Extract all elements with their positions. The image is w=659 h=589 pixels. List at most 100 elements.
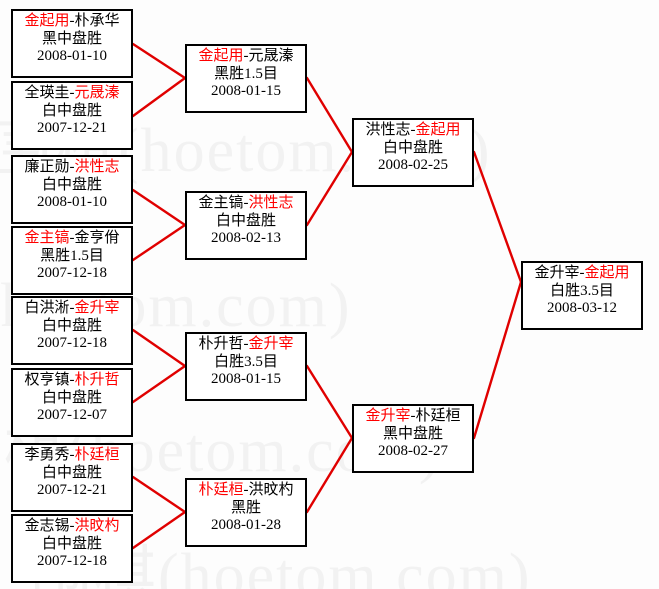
player-loser: 廉正勋 <box>24 159 70 175</box>
match-date: 2007-12-21 <box>37 120 107 137</box>
player-loser: 李勇秀 <box>24 447 70 463</box>
match-box[interactable]: 洪性志-金起用 白中盘胜 2008-02-25 <box>352 118 474 187</box>
match-box[interactable]: 朴廷桓-洪旼杓 黑胜 2008-01-28 <box>185 478 307 547</box>
player-winner: 朴廷桓 <box>74 447 120 463</box>
player-winner: 朴升哲 <box>74 372 120 388</box>
player-loser: 朴升哲 <box>198 336 244 352</box>
match-result: 白中盘胜 <box>382 139 443 156</box>
player-loser: 全瑛圭 <box>24 85 70 101</box>
player-loser: 金亨佾 <box>74 230 120 246</box>
connector-line <box>472 150 523 284</box>
match-players: 朴廷桓-洪旼杓 <box>198 482 294 498</box>
match-players: 李勇秀-朴廷桓 <box>24 447 120 463</box>
connector-line <box>305 76 354 154</box>
player-loser: 金志锡 <box>24 518 70 534</box>
match-players: 洪性志-金起用 <box>365 122 461 138</box>
player-winner: 洪性志 <box>74 159 120 175</box>
match-players: 金升宰-朴廷桓 <box>365 408 461 424</box>
match-players: 金主镐-金亨佾 <box>24 230 120 246</box>
player-loser: 金主镐 <box>198 195 244 211</box>
player-loser: 朴承华 <box>74 13 120 29</box>
connector-line <box>131 76 187 118</box>
match-result: 白中盘胜 <box>41 535 102 552</box>
match-result: 白中盘胜 <box>41 176 102 193</box>
match-players: 金主镐-洪性志 <box>198 195 294 211</box>
connector-line <box>131 475 187 514</box>
match-date: 2007-12-18 <box>37 265 107 282</box>
match-date: 2007-12-18 <box>37 335 107 352</box>
match-date: 2007-12-21 <box>37 482 107 499</box>
match-box[interactable]: 金志锡-洪旼杓 白中盘胜 2007-12-18 <box>11 514 133 583</box>
match-date: 2008-01-15 <box>211 83 281 100</box>
match-date: 2007-12-18 <box>37 553 107 570</box>
match-result: 白中盘胜 <box>41 464 102 481</box>
match-box[interactable]: 金升宰-朴廷桓 黑中盘胜 2008-02-27 <box>352 404 474 473</box>
player-winner: 金起用 <box>198 48 244 64</box>
match-result: 白中盘胜 <box>41 102 102 119</box>
match-box[interactable]: 廉正勋-洪性志 白中盘胜 2008-01-10 <box>11 155 133 224</box>
match-date: 2008-01-15 <box>211 371 281 388</box>
player-winner: 金升宰 <box>365 408 411 424</box>
match-box[interactable]: 朴升哲-金升宰 白胜3.5目 2008-01-15 <box>185 332 307 401</box>
player-winner: 金起用 <box>24 13 70 29</box>
player-loser: 元晟溱 <box>248 48 294 64</box>
player-winner: 朴廷桓 <box>198 482 244 498</box>
match-players: 金志锡-洪旼杓 <box>24 518 120 534</box>
match-box[interactable]: 金起用-朴承华 黑中盘胜 2008-01-10 <box>11 9 133 78</box>
match-players: 金升宰-金起用 <box>534 265 630 281</box>
connector-line <box>131 364 187 404</box>
player-winner: 金升宰 <box>248 336 294 352</box>
player-winner: 洪旼杓 <box>74 518 120 534</box>
match-box[interactable]: 李勇秀-朴廷桓 白中盘胜 2007-12-21 <box>11 443 133 512</box>
match-result: 黑胜1.5目 <box>40 247 104 264</box>
match-date: 2008-02-27 <box>378 443 448 460</box>
connector-line <box>472 280 523 440</box>
player-loser: 白洪淅 <box>24 300 70 316</box>
player-loser: 洪旼杓 <box>248 482 294 498</box>
player-winner: 金主镐 <box>24 230 70 246</box>
match-result: 白中盘胜 <box>215 212 276 229</box>
match-players: 白洪淅-金升宰 <box>24 300 120 316</box>
match-date: 2008-01-10 <box>37 194 107 211</box>
match-result: 白胜3.5目 <box>550 282 614 299</box>
match-box[interactable]: 金起用-元晟溱 黑胜1.5目 2008-01-15 <box>185 44 307 113</box>
match-result: 黑胜 <box>230 499 261 516</box>
match-box-final[interactable]: 金升宰-金起用 白胜3.5目 2008-03-12 <box>521 261 643 330</box>
match-result: 白中盘胜 <box>41 389 102 406</box>
match-date: 2008-03-12 <box>547 300 617 317</box>
player-loser: 朴廷桓 <box>415 408 461 424</box>
player-winner: 金起用 <box>415 122 461 138</box>
player-loser: 洪性志 <box>365 122 411 138</box>
connector-line <box>131 223 187 262</box>
match-date: 2008-02-25 <box>378 157 448 174</box>
connector-line <box>305 364 354 440</box>
connector-line <box>131 328 187 368</box>
player-winner: 元晟溱 <box>74 85 120 101</box>
match-date: 2008-02-13 <box>211 230 281 247</box>
match-result: 白胜3.5目 <box>214 353 278 370</box>
connector-line <box>305 436 354 514</box>
match-box[interactable]: 金主镐-金亨佾 黑胜1.5目 2007-12-18 <box>11 226 133 295</box>
player-winner: 金起用 <box>584 265 630 281</box>
match-players: 朴升哲-金升宰 <box>198 336 294 352</box>
match-date: 2008-01-28 <box>211 517 281 534</box>
match-date: 2007-12-07 <box>37 407 107 424</box>
player-winner: 洪性志 <box>248 195 294 211</box>
match-box[interactable]: 金主镐-洪性志 白中盘胜 2008-02-13 <box>185 191 307 260</box>
match-result: 黑中盘胜 <box>382 425 443 442</box>
match-box[interactable]: 白洪淅-金升宰 白中盘胜 2007-12-18 <box>11 296 133 365</box>
match-players: 权亨镇-朴升哲 <box>24 372 120 388</box>
match-players: 金起用-朴承华 <box>24 13 120 29</box>
connector-line <box>305 150 354 227</box>
player-loser: 权亨镇 <box>24 372 70 388</box>
connector-line <box>131 188 187 227</box>
match-result: 白中盘胜 <box>41 317 102 334</box>
match-box[interactable]: 权亨镇-朴升哲 白中盘胜 2007-12-07 <box>11 368 133 437</box>
match-result: 黑中盘胜 <box>41 30 102 47</box>
connector-line <box>131 510 187 550</box>
match-players: 金起用-元晟溱 <box>198 48 294 64</box>
match-players: 廉正勋-洪性志 <box>24 159 120 175</box>
connector-line <box>131 42 187 80</box>
match-box[interactable]: 全瑛圭-元晟溱 白中盘胜 2007-12-21 <box>11 81 133 150</box>
